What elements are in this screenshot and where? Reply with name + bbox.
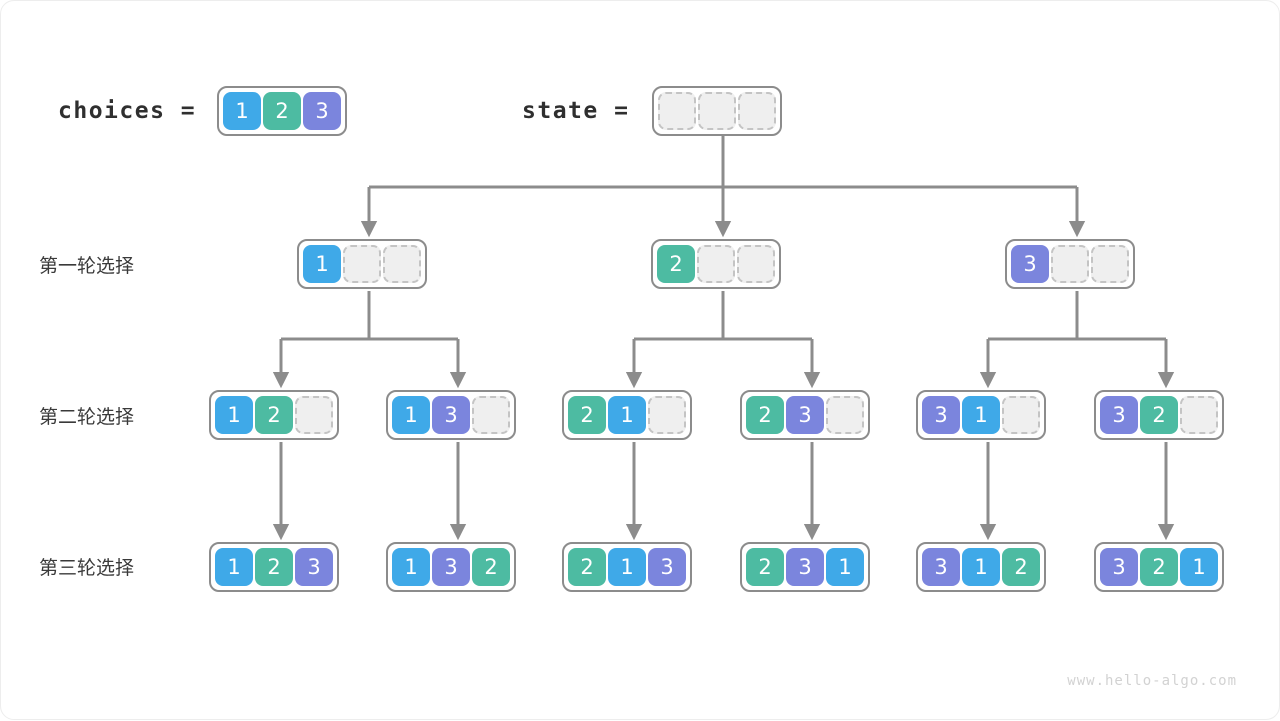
level3-node3-cell-2: 1 [826, 548, 864, 586]
state-label: state = [522, 98, 630, 124]
level2-node1-cell-0: 1 [392, 396, 430, 434]
level3-node4-cell-2: 2 [1002, 548, 1040, 586]
level3-node1-cell-2: 2 [472, 548, 510, 586]
level3-node4-cell-0: 3 [922, 548, 960, 586]
level2-node3-cell-1: 3 [786, 396, 824, 434]
level2-node3-cell-2 [826, 396, 864, 434]
level3-node2-cell-1: 1 [608, 548, 646, 586]
tree-node-level1-1: 2 [651, 239, 781, 289]
level3-node3-cell-1: 3 [786, 548, 824, 586]
level3-node2-cell-0: 2 [568, 548, 606, 586]
choices-cell-0: 1 [223, 92, 261, 130]
tree-node-level1-2: 3 [1005, 239, 1135, 289]
level1-node0-cell-2 [383, 245, 421, 283]
level1-node0-cell-1 [343, 245, 381, 283]
level3-node0-cell-1: 2 [255, 548, 293, 586]
state-cell-1 [698, 92, 736, 130]
level1-node2-cell-1 [1051, 245, 1089, 283]
level2-node5-cell-1: 2 [1140, 396, 1178, 434]
row-label-round3: 第三轮选择 [39, 557, 135, 579]
level1-node2-cell-0: 3 [1011, 245, 1049, 283]
level2-node2-cell-1: 1 [608, 396, 646, 434]
level3-node5-cell-0: 3 [1100, 548, 1138, 586]
state-cell-2 [738, 92, 776, 130]
level1-node2-cell-2 [1091, 245, 1129, 283]
level2-node4-cell-2 [1002, 396, 1040, 434]
watermark: www.hello-algo.com [1067, 673, 1237, 689]
level2-node4-cell-1: 1 [962, 396, 1000, 434]
row-label-round1: 第一轮选择 [39, 255, 135, 277]
level3-node0-cell-2: 3 [295, 548, 333, 586]
level2-node2-cell-2 [648, 396, 686, 434]
level2-node5-cell-2 [1180, 396, 1218, 434]
level3-node5-cell-2: 1 [1180, 548, 1218, 586]
level1-node1-cell-2 [737, 245, 775, 283]
level3-node3-cell-0: 2 [746, 548, 784, 586]
level2-node5-cell-0: 3 [1100, 396, 1138, 434]
level1-node1-cell-0: 2 [657, 245, 695, 283]
level2-node2-cell-0: 2 [568, 396, 606, 434]
level3-node1-cell-1: 3 [432, 548, 470, 586]
level1-node1-cell-1 [697, 245, 735, 283]
tree-node-level1-0: 1 [297, 239, 427, 289]
level3-node1-cell-0: 1 [392, 548, 430, 586]
level3-node2-cell-2: 3 [648, 548, 686, 586]
level2-node1-cell-1: 3 [432, 396, 470, 434]
level2-node0-cell-2 [295, 396, 333, 434]
level2-node0-cell-0: 1 [215, 396, 253, 434]
level3-node0-cell-0: 1 [215, 548, 253, 586]
level2-node4-cell-0: 3 [922, 396, 960, 434]
level2-node3-cell-0: 2 [746, 396, 784, 434]
level2-node1-cell-2 [472, 396, 510, 434]
level2-node0-cell-1: 2 [255, 396, 293, 434]
level1-node0-cell-0: 1 [303, 245, 341, 283]
row-label-round2: 第二轮选择 [39, 406, 135, 428]
choices-cell-1: 2 [263, 92, 301, 130]
level3-node5-cell-1: 2 [1140, 548, 1178, 586]
state-cell-0 [658, 92, 696, 130]
state-array [652, 86, 782, 136]
choices-label: choices = [58, 98, 197, 124]
level3-node4-cell-1: 1 [962, 548, 1000, 586]
choices-cell-2: 3 [303, 92, 341, 130]
